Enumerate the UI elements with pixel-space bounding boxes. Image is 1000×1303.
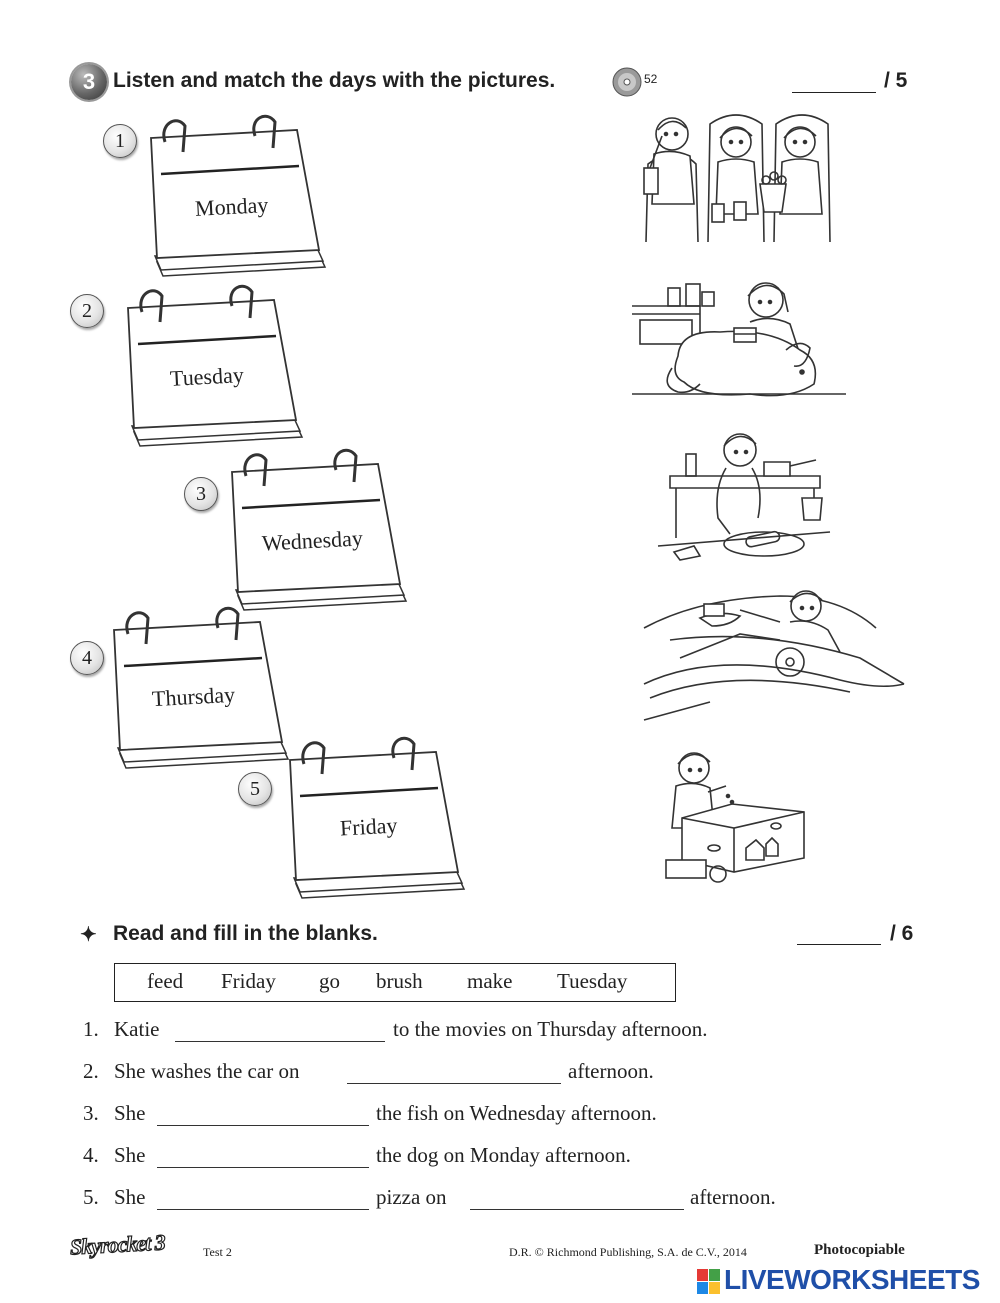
sentence-4: 4. She the dog on Monday afternoon. bbox=[83, 1143, 843, 1171]
liveworksheets-logo-icon bbox=[696, 1268, 722, 1296]
audio-cd-icon[interactable] bbox=[612, 67, 642, 97]
audio-track-number: 52 bbox=[644, 72, 658, 86]
section-bullet-icon: ✦ bbox=[80, 924, 97, 946]
brushing-dog-picture bbox=[630, 276, 850, 411]
calendar-wednesday: Wednesday bbox=[228, 446, 408, 611]
answer-blank[interactable] bbox=[157, 1167, 369, 1168]
sentence-text: pizza on bbox=[376, 1185, 447, 1209]
calendar-number-badge: 3 bbox=[184, 477, 218, 511]
sentence-number: 1. bbox=[83, 1017, 99, 1041]
sentence-text: Katie bbox=[114, 1017, 160, 1041]
skyrocket-logo: Skyrocket 3 bbox=[69, 1229, 166, 1260]
copyright-text: D.R. © Richmond Publishing, S.A. de C.V.… bbox=[509, 1245, 747, 1259]
photocopiable-label: Photocopiable bbox=[814, 1242, 905, 1258]
sentence-text: She bbox=[114, 1143, 146, 1167]
making-pizza-picture bbox=[654, 428, 834, 568]
sentence-text: the dog on Monday afternoon. bbox=[376, 1143, 631, 1167]
word-bank: feed Friday go brush make Tuesday bbox=[114, 963, 676, 1002]
sentence-5: 5. She pizza on afternoon. bbox=[83, 1185, 843, 1213]
calendar-tuesday: Tuesday bbox=[124, 282, 304, 447]
calendar-day-label: Wednesday bbox=[261, 525, 364, 556]
word-bank-item: brush bbox=[376, 969, 423, 993]
sentence-number: 4. bbox=[83, 1143, 99, 1167]
answer-blank[interactable] bbox=[347, 1083, 561, 1084]
sentence-text: afternoon. bbox=[690, 1185, 776, 1209]
score-total: / 6 bbox=[890, 922, 914, 945]
score-blank-line bbox=[797, 944, 881, 945]
sentence-text: the fish on Wednesday afternoon. bbox=[376, 1101, 657, 1125]
word-bank-item: feed bbox=[147, 969, 184, 993]
liveworksheets-watermark: LIVEWORKSHEETS bbox=[724, 1264, 980, 1295]
feeding-fish-picture bbox=[636, 748, 816, 888]
washing-car-picture bbox=[640, 588, 910, 728]
calendar-friday: Friday bbox=[286, 734, 466, 899]
score-total: / 5 bbox=[884, 69, 908, 92]
word-bank-item: Friday bbox=[221, 969, 276, 993]
calendar-day-label: Thursday bbox=[151, 681, 236, 712]
test-label: Test 2 bbox=[203, 1245, 232, 1259]
calendar-number-badge: 2 bbox=[70, 294, 104, 328]
word-bank-item: go bbox=[319, 969, 340, 993]
section-title: Listen and match the days with the pictu… bbox=[113, 69, 556, 92]
word-bank-item: Tuesday bbox=[557, 969, 628, 993]
word-bank-item: make bbox=[467, 969, 513, 993]
score-blank-line bbox=[792, 92, 876, 93]
answer-blank[interactable] bbox=[157, 1209, 369, 1210]
sentence-number: 2. bbox=[83, 1059, 99, 1083]
calendar-thursday: Thursday bbox=[110, 604, 290, 769]
calendar-number-badge: 1 bbox=[103, 124, 137, 158]
answer-blank[interactable] bbox=[175, 1041, 385, 1042]
answer-blank[interactable] bbox=[157, 1125, 369, 1126]
sentence-number: 5. bbox=[83, 1185, 99, 1209]
calendar-day-label: Friday bbox=[339, 812, 399, 841]
calendar-day-label: Tuesday bbox=[169, 362, 245, 391]
section-number-badge: 3 bbox=[71, 64, 107, 100]
sentence-text: She bbox=[114, 1185, 146, 1209]
sentence-text: She bbox=[114, 1101, 146, 1125]
calendar-number-badge: 4 bbox=[70, 641, 104, 675]
movie-theater-picture bbox=[636, 104, 836, 244]
sentence-1: 1. Katie to the movies on Thursday after… bbox=[83, 1017, 843, 1045]
section-title: Read and fill in the blanks. bbox=[113, 922, 378, 945]
calendar-number-badge: 5 bbox=[238, 772, 272, 806]
sentence-text: to the movies on Thursday afternoon. bbox=[393, 1017, 708, 1041]
sentence-3: 3. She the fish on Wednesday afternoon. bbox=[83, 1101, 843, 1129]
answer-blank[interactable] bbox=[470, 1209, 684, 1210]
sentence-number: 3. bbox=[83, 1101, 99, 1125]
sentence-text: She washes the car on bbox=[114, 1059, 300, 1083]
sentence-text: afternoon. bbox=[568, 1059, 654, 1083]
calendar-monday: Monday bbox=[147, 112, 327, 277]
calendar-day-label: Monday bbox=[194, 192, 269, 221]
sentence-2: 2. She washes the car on afternoon. bbox=[83, 1059, 843, 1087]
